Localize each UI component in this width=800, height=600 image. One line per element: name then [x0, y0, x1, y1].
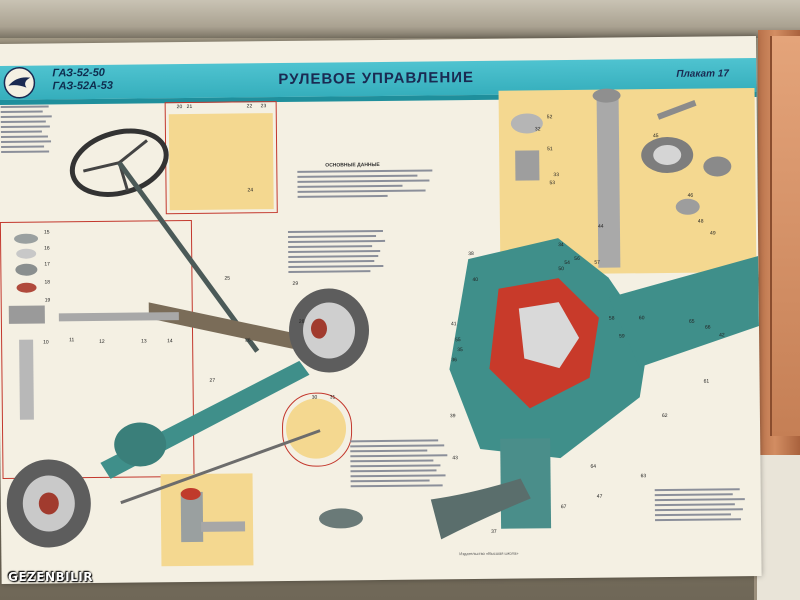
callout-label: 55 [455, 337, 461, 343]
callout-label: 51 [547, 146, 553, 152]
callout-label: 47 [597, 494, 603, 500]
callout-label: 30 [312, 395, 318, 401]
pitman-arm-end [318, 508, 363, 529]
callout-label: 33 [553, 172, 559, 178]
callout-label: 50 [558, 266, 564, 272]
wheel-right [289, 288, 370, 373]
callout-label: 45 [653, 133, 659, 139]
callout-label: 31 [330, 394, 336, 400]
callout-label: 67 [561, 504, 567, 510]
callout-label: 64 [590, 464, 596, 470]
callout-label: 34 [558, 242, 564, 248]
callout-labels: 20 21 22 23 24 25 26 27 28 29 30 31 32 3… [43, 103, 725, 535]
callout-label: 13 [141, 338, 147, 344]
steering-column [117, 161, 260, 353]
callout-label: 56 [574, 256, 580, 262]
callout-label: 18 [44, 279, 50, 285]
callout-label: 20 [177, 104, 183, 110]
callout-label: 38 [468, 251, 474, 257]
callout-label: 22 [247, 103, 253, 109]
steering-wheel [69, 128, 169, 197]
callout-label: 43 [452, 455, 458, 461]
callout-label: 61 [704, 379, 710, 385]
frame-rail [148, 302, 330, 357]
callout-label: 49 [710, 230, 716, 236]
wheel-left [6, 459, 91, 548]
callout-label: 35 [457, 347, 463, 353]
callout-label: 58 [609, 316, 615, 322]
callout-label: 52 [547, 114, 553, 120]
callout-label: 12 [99, 339, 105, 345]
gaz-deer-logo-icon [3, 67, 36, 99]
site-watermark: GEZENBILIR [8, 570, 93, 584]
callout-label: 54 [564, 260, 570, 266]
callout-label: 65 [689, 319, 695, 325]
callout-label: 28 [299, 319, 305, 325]
callout-label: 26 [245, 337, 251, 343]
callout-label: 23 [261, 103, 267, 109]
callout-label: 25 [224, 276, 230, 282]
sector-shaft-parts [510, 88, 732, 268]
callout-label: 21 [187, 104, 193, 110]
callout-label: 44 [598, 224, 604, 230]
callout-label: 16 [44, 245, 50, 251]
callout-label: 41 [451, 321, 457, 327]
front-axle [100, 360, 310, 479]
exploded-parts [8, 233, 179, 420]
ceiling-beam [0, 0, 800, 38]
callout-label: 19 [45, 297, 51, 303]
callout-label: 63 [641, 473, 647, 479]
watermark-text: GEZENBILIR [8, 570, 93, 584]
tie-rod-end-detail [180, 487, 246, 543]
callout-label: 42 [719, 332, 725, 338]
callout-label: 15 [44, 229, 50, 235]
callout-label: 57 [594, 260, 600, 266]
callout-label: 39 [450, 413, 456, 419]
steering-gear-cutaway [449, 238, 759, 529]
tie-rod [120, 429, 321, 505]
steering-diagram: 20 21 22 23 24 25 26 27 28 29 30 31 32 3… [6, 88, 759, 548]
callout-label: 10 [43, 339, 49, 345]
callout-label: 24 [248, 187, 254, 193]
callout-label: 14 [167, 338, 173, 344]
callout-label: 53 [549, 180, 555, 186]
callout-label: 46 [688, 193, 694, 199]
callout-label: 11 [69, 337, 74, 343]
callout-label: 66 [705, 325, 711, 331]
callout-label: 62 [662, 413, 668, 419]
steering-poster: ГАЗ-52-50 ГАЗ-52А-53 РУЛЕВОЕ УПРАВЛЕНИЕ … [0, 36, 762, 584]
callout-label: 60 [639, 315, 645, 321]
callout-label: 29 [292, 281, 298, 287]
callout-label: 36 [451, 357, 457, 363]
callout-label: 37 [491, 529, 497, 535]
callout-label: 17 [44, 261, 50, 267]
callout-label: 27 [210, 378, 216, 384]
wood-board [770, 36, 800, 436]
callout-label: 32 [535, 126, 541, 132]
pitman-arm [430, 478, 531, 540]
callout-label: 40 [472, 277, 478, 283]
callout-label: 59 [619, 333, 625, 339]
callout-label: 48 [698, 219, 704, 225]
